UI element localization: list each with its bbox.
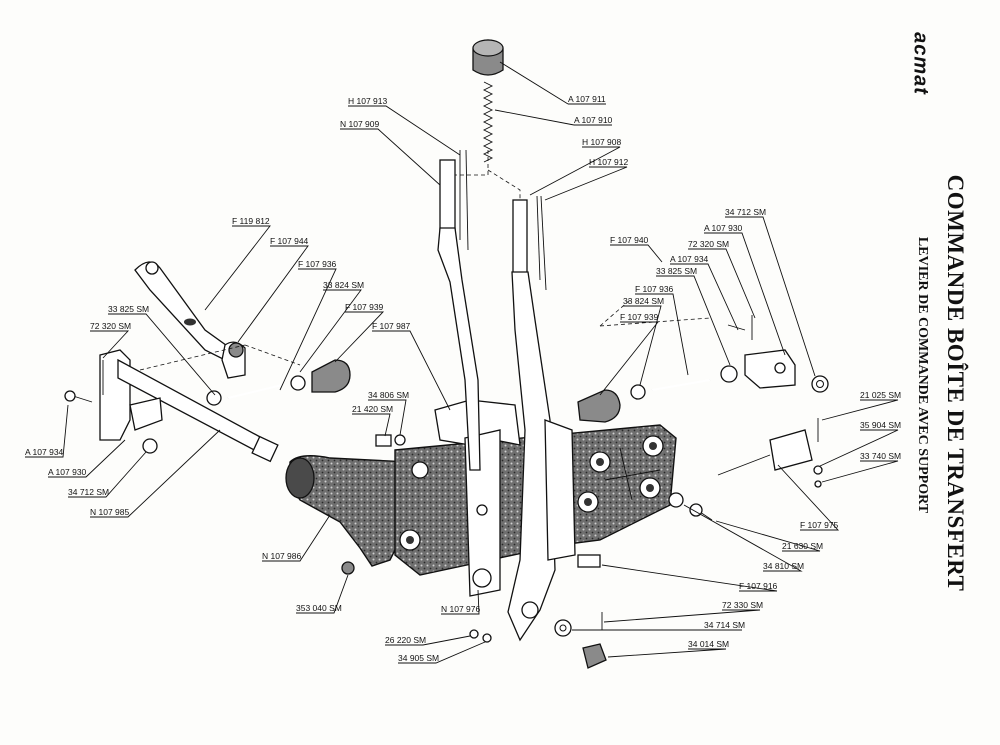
part-label: 33 825 SM	[108, 304, 149, 314]
part-label: 353 040 SM	[296, 603, 342, 613]
lever-right	[507, 195, 576, 642]
part-label: F 107 975	[800, 520, 839, 530]
lever-left	[437, 149, 481, 471]
page-title: COMMANDE BOÎTE DE TRANSFERT	[943, 174, 968, 592]
part-label: 72 330 SM	[722, 600, 763, 610]
part-label: H 107 913	[348, 96, 387, 106]
part-label: F 107 939	[345, 302, 384, 312]
part-label: A 107 911	[568, 94, 606, 104]
part-label: 34 810 SM	[763, 561, 804, 571]
left-assembly	[64, 261, 351, 463]
part-label: 72 320 SM	[688, 239, 729, 249]
part-label: N 107 976	[441, 604, 480, 614]
part-label: A 107 934	[25, 447, 64, 457]
part-label: 34 712 SM	[725, 207, 766, 217]
part-label: H 107 908	[582, 137, 621, 147]
part-label: N 107 909	[340, 119, 379, 129]
part-label: F 107 987	[372, 321, 411, 331]
part-label: N 107 986	[262, 551, 301, 561]
part-label: F 107 940	[610, 235, 649, 245]
part-label: F 107 936	[298, 259, 337, 269]
part-label: H 107 912	[589, 157, 628, 167]
part-label: F 107 944	[270, 236, 309, 246]
part-label: 35 904 SM	[860, 420, 901, 430]
brand-logo: acmat	[909, 32, 932, 95]
part-label: 34 905 SM	[398, 653, 439, 663]
part-label: F 107 916	[739, 581, 778, 591]
part-label: F 119 812	[232, 216, 270, 226]
leader-lines	[25, 61, 899, 664]
part-label: 34 014 SM	[688, 639, 729, 649]
lower-small-parts	[341, 434, 492, 643]
right-assembly	[554, 299, 829, 669]
part-label: 21 420 SM	[352, 404, 393, 414]
part-label: 21 025 SM	[860, 390, 901, 400]
part-label: 26 220 SM	[385, 635, 426, 645]
part-label: A 107 930	[704, 223, 743, 233]
page-subtitle: LEVIER DE COMMANDE AVEC SUPPORT	[915, 236, 930, 514]
part-labels: A 107 911 A 107 910 H 107 913 N 107 909 …	[25, 94, 901, 663]
part-label: F 107 936	[635, 284, 674, 294]
part-label: 34 714 SM	[704, 620, 745, 630]
part-label: F 107 939	[620, 312, 659, 322]
part-label: 34 712 SM	[68, 487, 109, 497]
part-label: 33 824 SM	[623, 296, 664, 306]
part-label: A 107 910	[574, 115, 613, 125]
part-label: 33 740 SM	[860, 451, 901, 461]
part-label: 72 320 SM	[90, 321, 131, 331]
part-label: A 107 934	[670, 254, 709, 264]
part-label: A 107 930	[48, 467, 87, 477]
knob-and-spring	[455, 39, 521, 200]
part-label: 33 824 SM	[323, 280, 364, 290]
part-label: 33 825 SM	[656, 266, 697, 276]
part-label: 34 806 SM	[368, 390, 409, 400]
part-label: N 107 985	[90, 507, 129, 517]
part-label: 21 630 SM	[782, 541, 823, 551]
